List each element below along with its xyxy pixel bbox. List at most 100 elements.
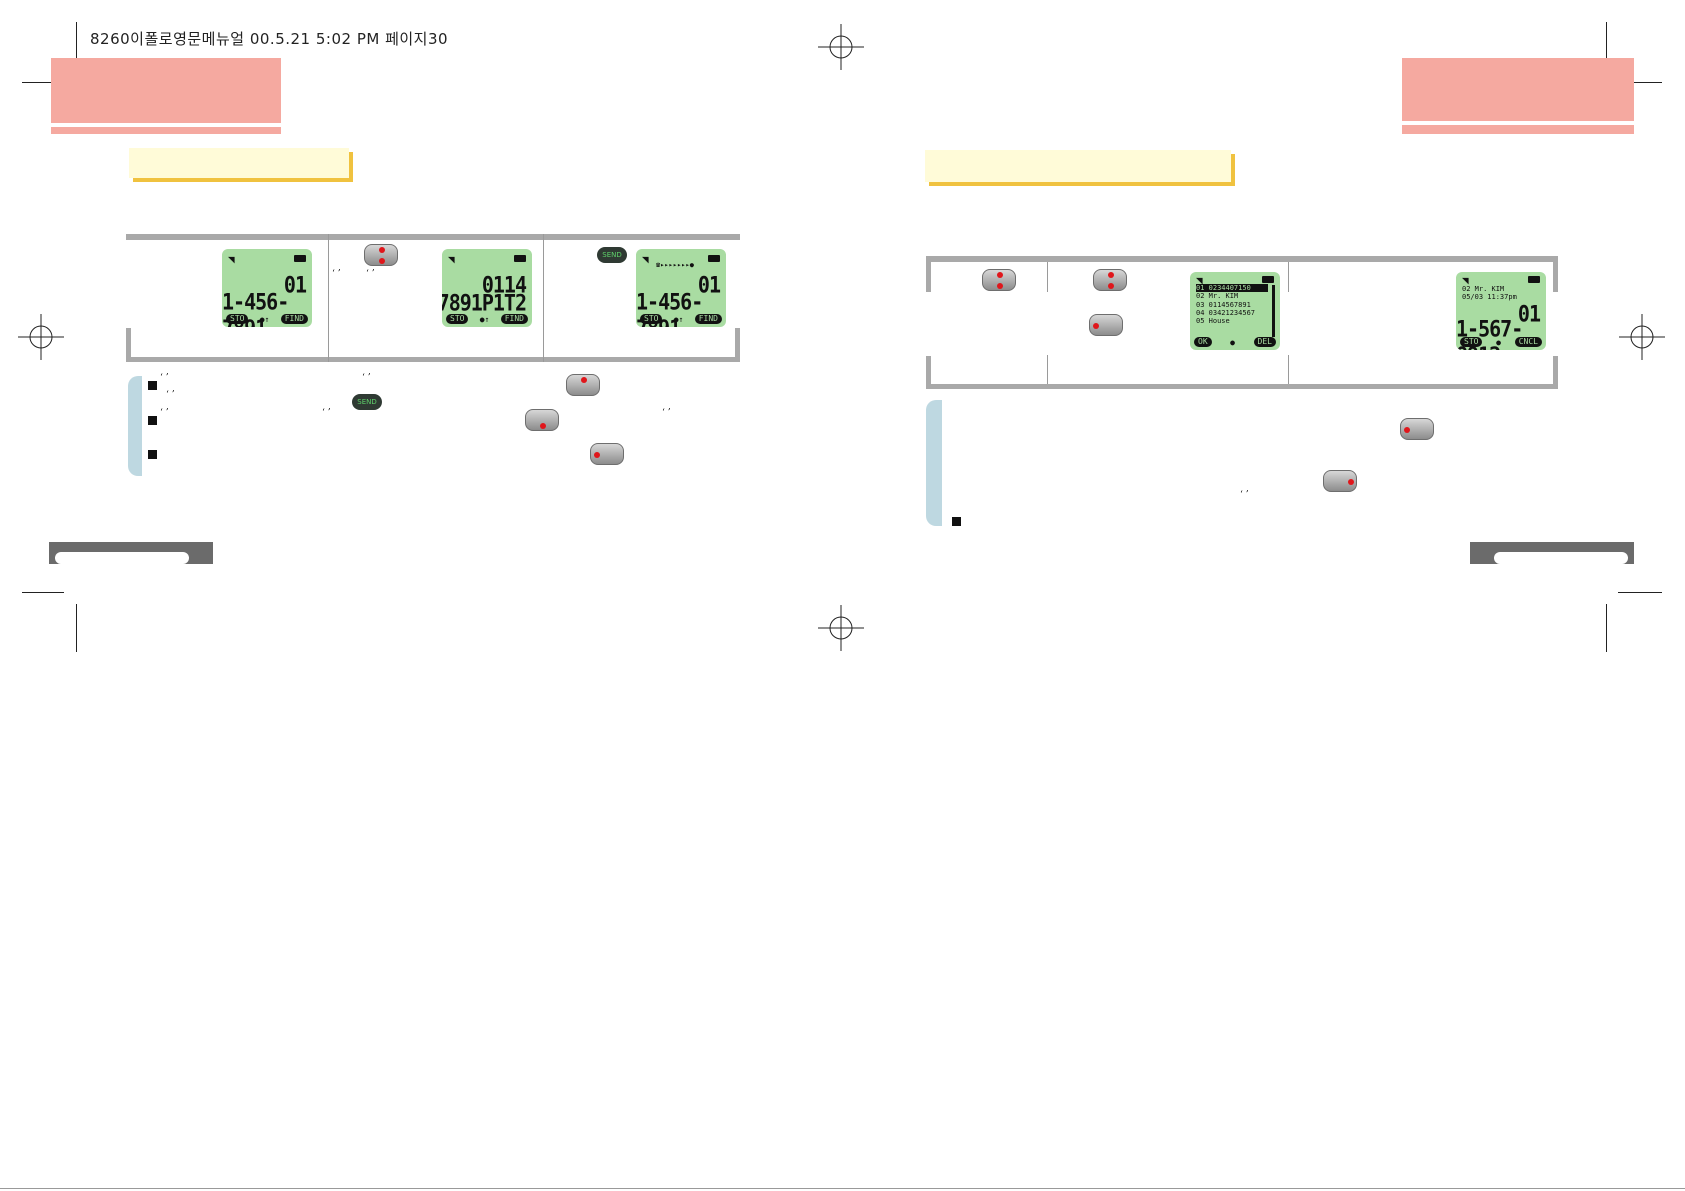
left-page-tab — [49, 542, 213, 564]
registration-mark-icon — [18, 314, 64, 360]
lcd-screen-step3: ◥ ☎▸▸▸▸▸▸▸● 01 1-456-7891 STO ●↑ FIND — [636, 249, 726, 327]
registration-mark-icon — [1619, 314, 1665, 360]
signal-icon: ◥ — [448, 253, 455, 266]
signal-icon: ◥ — [642, 253, 649, 266]
quote-marks: ‘ ’ — [366, 269, 375, 279]
quote-marks: ‘ ’ — [322, 408, 331, 418]
nav-indicator-icon: ●↑ — [673, 314, 684, 324]
crop-mark — [1606, 604, 1607, 652]
nav-indicator-icon: ● — [1496, 337, 1501, 347]
left-section-title-box — [129, 148, 349, 178]
battery-icon — [1262, 276, 1274, 283]
crop-mark — [76, 604, 77, 652]
nav-indicator-icon: ●↑ — [479, 314, 490, 324]
send-key-icon: SEND — [597, 247, 627, 263]
crop-mark — [1618, 592, 1662, 593]
nav-key-icon — [1089, 314, 1123, 336]
left-header-band — [51, 58, 281, 123]
nav-indicator-icon: ● — [1230, 337, 1235, 347]
lcd-screen-step2: ◥ 0114 567891P1T2 STO ●↑ FIND — [442, 249, 532, 327]
calling-animation-icon: ☎▸▸▸▸▸▸▸● — [656, 261, 694, 269]
quote-marks: ‘ ’ — [160, 408, 169, 418]
quote-marks: ‘ ’ — [166, 390, 175, 400]
entry-name: 02 Mr. KIM — [1462, 285, 1505, 293]
lcd-screen-list: ◥ 01 0234407150 02 Mr. KIM 03 0114567891… — [1190, 272, 1280, 350]
nav-key-icon — [1093, 269, 1127, 291]
page-bottom-edge — [0, 1188, 1685, 1189]
lcd-line1: 01 — [1517, 300, 1541, 328]
list-item: 03 0114567891 — [1196, 300, 1251, 309]
nav-key-icon — [590, 443, 624, 465]
nav-key-icon — [364, 244, 398, 266]
entry-date: 05/03 11:37pm — [1462, 293, 1517, 301]
softkey-left: STO — [226, 314, 249, 324]
softkey-right: FIND — [694, 314, 722, 324]
softkey-left: STO — [446, 314, 469, 324]
nav-key-icon — [525, 409, 559, 431]
softkey-right: FIND — [280, 314, 308, 324]
quote-marks: ‘ ’ — [362, 373, 371, 383]
right-section-title-box — [925, 150, 1231, 182]
bullet-icon — [148, 381, 157, 390]
right-steps-panel-bottom — [926, 384, 1558, 389]
bullet-icon — [148, 450, 157, 459]
bullet-icon — [952, 517, 961, 526]
lcd-screen-step1: ◥ 01 1-456-7891 STO ●↑ FIND — [222, 249, 312, 327]
list-item: 01 0234407150 — [1196, 284, 1268, 293]
softkey-left: STO — [640, 314, 663, 324]
crop-mark — [76, 22, 77, 80]
step-divider — [1288, 262, 1289, 292]
step-divider — [1047, 355, 1048, 384]
lcd-screen-detail: ◥ 02 Mr. KIM 05/03 11:37pm 01 1-567-8912… — [1456, 272, 1546, 350]
step-divider — [1047, 262, 1048, 292]
left-header-strip — [51, 127, 281, 134]
nav-key-icon — [566, 374, 600, 396]
registration-mark-icon — [818, 24, 864, 70]
quote-marks: ‘ ’ — [160, 373, 169, 383]
battery-icon — [514, 255, 526, 262]
softkey-right: DEL — [1253, 337, 1276, 347]
list-item: 02 Mr. KIM — [1196, 292, 1239, 301]
right-header-strip — [1402, 125, 1634, 134]
scrollbar — [1272, 285, 1275, 337]
list-item: 04 03421234567 — [1196, 308, 1256, 317]
quote-marks: ‘ ’ — [662, 408, 671, 418]
battery-icon — [294, 255, 306, 262]
page-header-text: 8260이폴로영문메뉴얼 00.5.21 5:02 PM 페이지30 — [90, 30, 449, 48]
registration-mark-icon — [818, 605, 864, 651]
crop-mark — [22, 592, 64, 593]
list-item: 05 House — [1196, 317, 1230, 326]
lcd-line1: 01 — [283, 271, 307, 299]
quote-marks: ‘ ’ — [332, 269, 341, 279]
quote-marks: ‘ ’ — [1240, 490, 1249, 500]
signal-icon: ◥ — [228, 253, 235, 266]
softkey-left: OK — [1194, 337, 1212, 347]
lcd-line1: 0114 — [481, 271, 527, 299]
step-divider — [543, 234, 544, 362]
nav-indicator-icon: ●↑ — [259, 314, 270, 324]
step-divider — [1288, 355, 1289, 384]
step-divider — [328, 234, 329, 362]
lcd-line2: 1-456-7891 — [636, 288, 703, 327]
lcd-line2: 567891P1T2 — [442, 289, 527, 317]
softkey-right: FIND — [500, 314, 528, 324]
signal-icon: ◥ — [1196, 274, 1203, 287]
crop-mark — [1606, 22, 1607, 80]
softkey-right: CNCL — [1514, 337, 1542, 347]
nav-key-icon — [1323, 470, 1357, 492]
crop-mark — [1618, 82, 1662, 83]
battery-icon — [708, 255, 720, 262]
left-notes-bar — [128, 376, 142, 476]
right-notes-bar — [926, 400, 942, 526]
send-key-icon: SEND — [352, 394, 382, 410]
nav-key-icon — [1400, 418, 1434, 440]
crop-mark — [22, 82, 64, 83]
memory-list: 01 0234407150 02 Mr. KIM 03 0114567891 0… — [1196, 284, 1268, 325]
lcd-line1: 01 — [697, 271, 721, 299]
right-header-band — [1402, 58, 1634, 121]
battery-icon — [1528, 276, 1540, 283]
bullet-icon — [148, 416, 157, 425]
right-page-tab — [1470, 542, 1634, 564]
softkey-left: STO — [1460, 337, 1483, 347]
signal-icon: ◥ — [1462, 274, 1469, 287]
